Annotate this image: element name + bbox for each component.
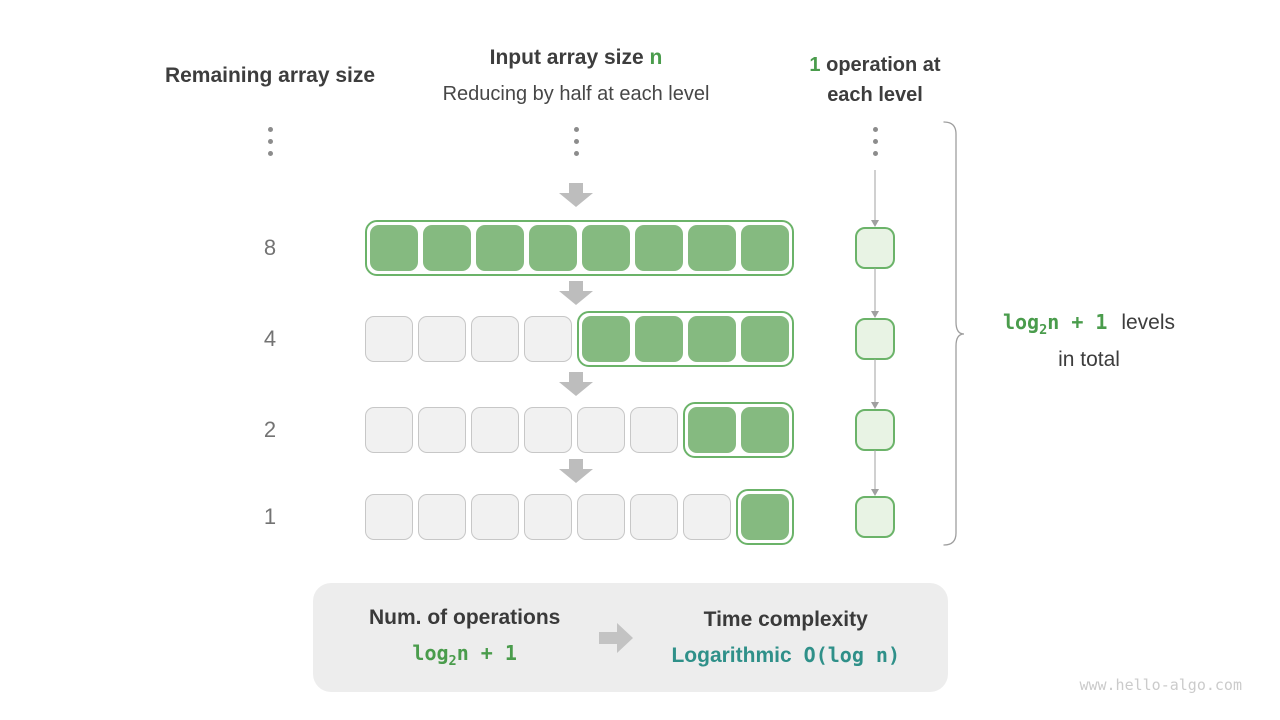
operation-box	[855, 409, 895, 451]
array-cell-active	[635, 315, 683, 362]
array-cell-active	[688, 315, 736, 362]
operation-box	[855, 318, 895, 360]
array-cell-active	[741, 315, 789, 362]
array-cell-discarded	[471, 406, 519, 453]
array-cell-discarded	[365, 406, 413, 453]
operations-column	[855, 170, 895, 538]
array-cell-discarded	[577, 406, 625, 453]
header-input-size-subtitle: Reducing by half at each level	[442, 83, 710, 105]
array-cell-active	[688, 224, 736, 271]
levels-note-line1: log2n + 1 levels	[983, 307, 1195, 345]
remaining-size-value: 1	[263, 504, 277, 529]
array-cell-active	[423, 224, 471, 271]
array-cell-active	[688, 406, 736, 453]
levels-note-suffix: levels	[1121, 311, 1176, 334]
summary-box: Num. of operations log2n + 1 Time comple…	[313, 583, 948, 692]
remaining-size-value: 4	[263, 326, 277, 351]
summary-operations: Num. of operations log2n + 1	[369, 606, 560, 669]
active-subarray	[365, 219, 794, 276]
watermark: www.hello-algo.com	[1079, 676, 1242, 694]
array-row-1	[360, 488, 794, 545]
array-cell-discarded	[365, 315, 413, 362]
array-cell-discarded	[471, 315, 519, 362]
array-cell-discarded	[471, 493, 519, 540]
levels-note-line2: in total	[1058, 348, 1120, 371]
array-cell-discarded	[418, 406, 466, 453]
array-cell-discarded	[418, 493, 466, 540]
array-cell-active	[635, 224, 683, 271]
remaining-size-value: 2	[263, 417, 277, 442]
ellipsis-dots-right	[872, 127, 878, 156]
halving-arrow-icon	[559, 183, 593, 207]
halving-arrow-icon	[559, 459, 593, 483]
array-cell-discarded	[418, 315, 466, 362]
levels-note: log2n + 1 levels in total	[983, 307, 1195, 375]
levels-brace	[943, 121, 965, 546]
array-cell-active	[741, 224, 789, 271]
active-subarray	[577, 310, 794, 367]
array-cell-active	[741, 493, 789, 540]
array-cell-discarded	[630, 493, 678, 540]
header-input-size: Input array size n	[376, 46, 776, 70]
summary-operations-formula: log2n + 1	[412, 641, 517, 669]
header-operations: 1 operation at each level	[778, 50, 972, 110]
array-row-2	[360, 401, 794, 458]
array-cell-discarded	[524, 315, 572, 362]
operation-arrowhead-icon	[871, 402, 879, 409]
operation-box	[855, 227, 895, 269]
array-cell-discarded	[524, 493, 572, 540]
array-cell-discarded	[683, 493, 731, 540]
ellipsis-dots-left	[267, 127, 273, 156]
summary-operations-title: Num. of operations	[369, 606, 561, 629]
log-formula: log2n + 1	[1002, 310, 1108, 338]
header-remaining-size: Remaining array size	[90, 64, 450, 88]
header-operations-text2: each level	[827, 84, 923, 106]
array-cell-active	[582, 315, 630, 362]
array-cell-discarded	[524, 406, 572, 453]
implies-arrow-icon	[598, 622, 633, 653]
header-input-size-text: Input array size	[489, 46, 650, 69]
header-input-size-n: n	[649, 46, 663, 69]
header-operations-count: 1	[809, 54, 821, 76]
active-subarray	[736, 488, 794, 545]
ellipsis-dots-middle	[573, 127, 579, 156]
operation-box	[855, 496, 895, 538]
array-cell-active	[476, 224, 524, 271]
halving-arrow-icon	[559, 281, 593, 305]
operation-arrowhead-icon	[871, 311, 879, 318]
array-row-8	[360, 219, 794, 276]
array-cell-active	[582, 224, 630, 271]
operation-arrowhead-icon	[871, 220, 879, 227]
summary-complexity-title: Time complexity	[703, 607, 868, 631]
array-cell-discarded	[577, 493, 625, 540]
array-cell-discarded	[630, 406, 678, 453]
array-cell-discarded	[365, 493, 413, 540]
header-operations-text1: operation at	[820, 54, 941, 76]
header-remaining-size-label: Remaining array size	[164, 64, 376, 87]
array-row-4	[360, 310, 794, 367]
array-cell-active	[529, 224, 577, 271]
active-subarray	[683, 401, 794, 458]
remaining-size-value: 8	[263, 235, 277, 260]
halving-arrow-icon	[559, 372, 593, 396]
operation-arrowhead-icon	[871, 489, 879, 496]
array-cell-active	[370, 224, 418, 271]
array-cell-active	[741, 406, 789, 453]
